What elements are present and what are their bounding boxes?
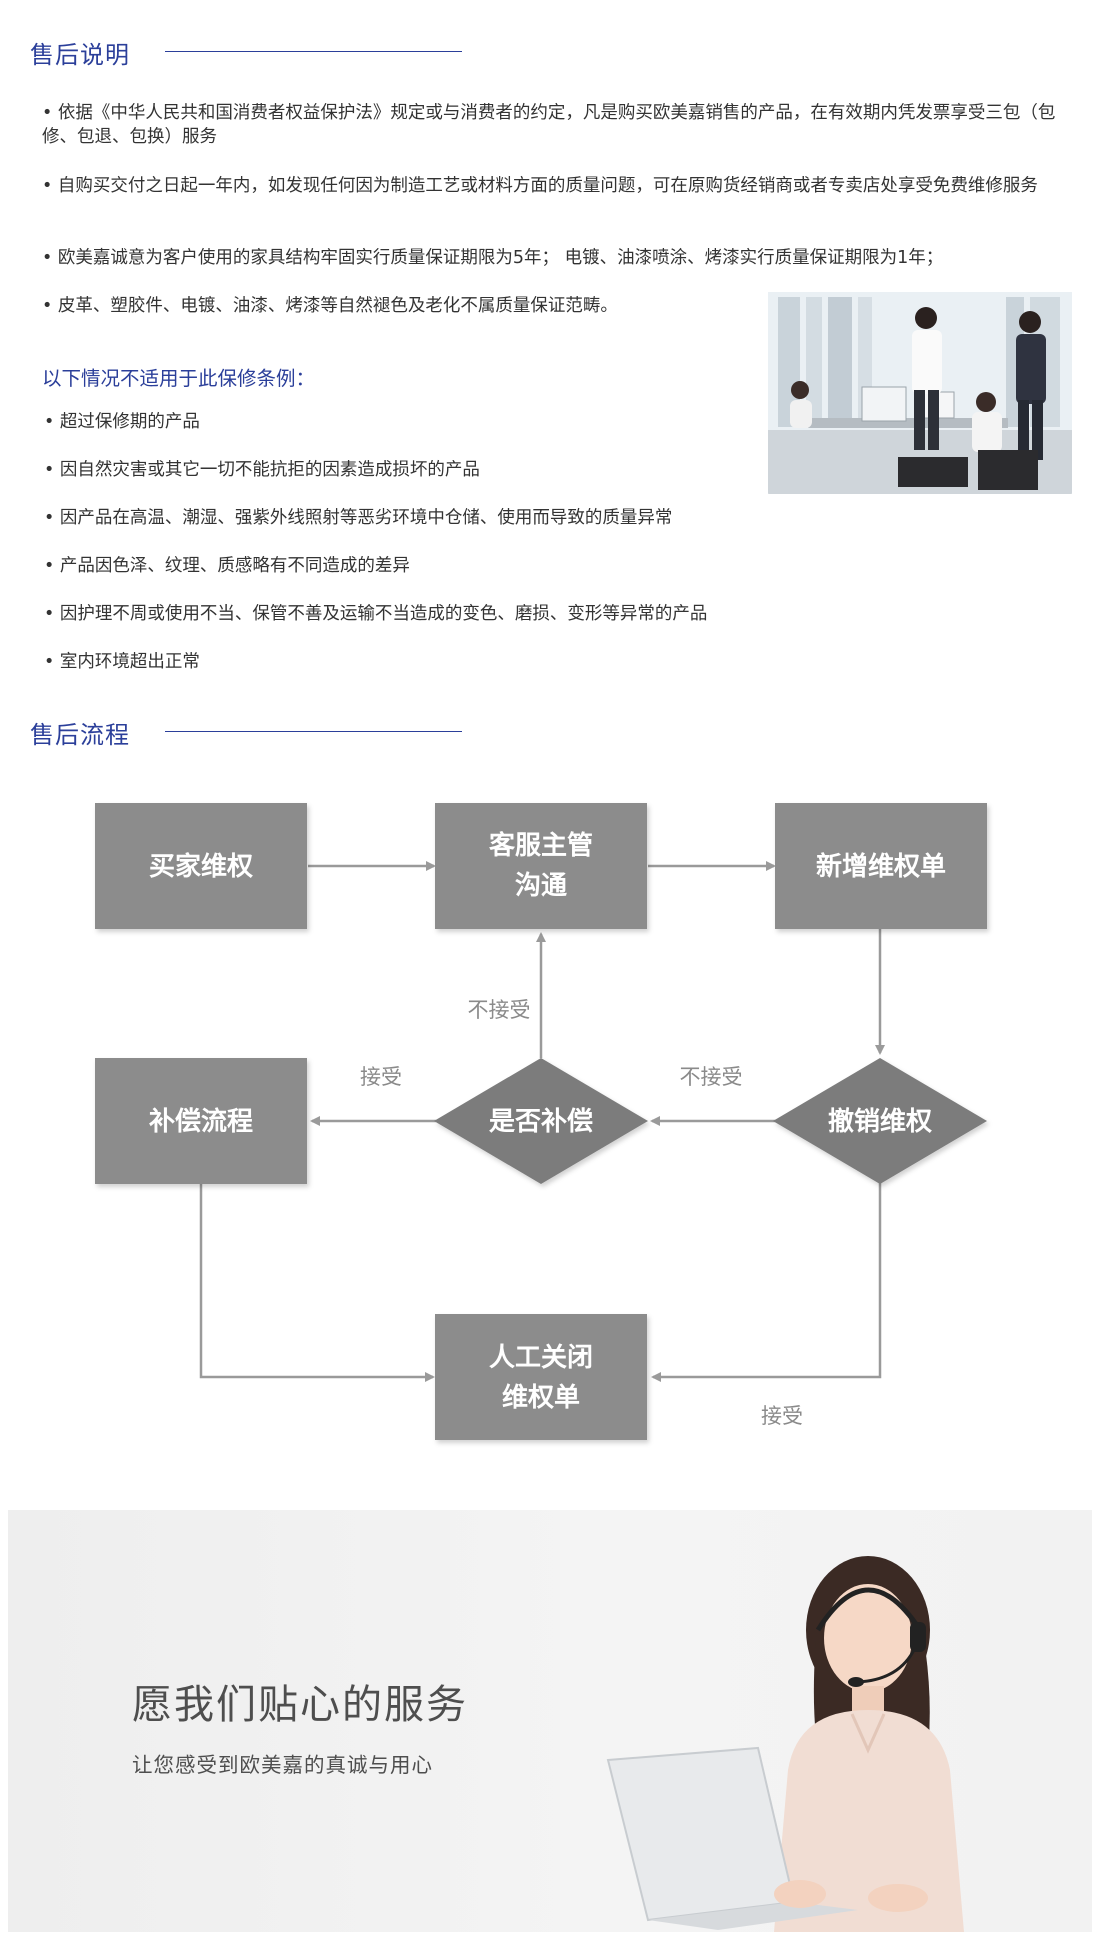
exclusion-item: • 因自然灾害或其它一切不能抗拒的因素造成损坏的产品 — [44, 460, 480, 480]
edge-label-reject-mid: 不接受 — [680, 1065, 743, 1089]
section-divider — [165, 731, 462, 732]
node-compensation-box — [95, 1058, 307, 1184]
exclusions-title: 以下情况不适用于此保修条例： — [42, 367, 316, 390]
node-buyer-box — [95, 803, 307, 929]
customer-service-agent-illustration — [606, 1556, 964, 1932]
edge-label-accept-left: 接受 — [360, 1065, 402, 1089]
banner-subtitle: 让您感受到欧美嘉的真诚与用心 — [132, 1753, 433, 1777]
exclusion-item: • 室内环境超出正常 — [44, 652, 200, 672]
node-decide-diamond — [434, 1058, 648, 1184]
office-team-photo — [768, 292, 1072, 494]
exclusion-item: • 因护理不周或使用不当、保管不善及运输不当造成的变色、磨损、变形等异常的产品 — [44, 604, 708, 624]
exclusion-item: • 产品因色泽、纹理、质感略有不同造成的差异 — [44, 556, 410, 576]
service-banner: 愿我们贴心的服务 让您感受到欧美嘉的真诚与用心 — [8, 1510, 1092, 1932]
node-new-ticket-box — [775, 803, 987, 929]
section-title-after-sales-notes: 售后说明 — [30, 41, 130, 69]
node-decide-label: 是否补偿 — [489, 1107, 593, 1137]
node-buyer-label: 买家维权 — [149, 851, 253, 882]
node-revoke-label: 撤销维权 — [828, 1106, 932, 1137]
exclusion-item: • 超过保修期的产品 — [44, 412, 200, 432]
node-cs-label-line2: 沟通 — [515, 871, 567, 901]
node-close-label-line1: 人工关闭 — [489, 1343, 593, 1373]
banner-title: 愿我们贴心的服务 — [132, 1682, 468, 1728]
node-revoke-diamond — [773, 1058, 987, 1184]
policy-paragraph-4: • 皮革、塑胶件、电镀、油漆、烤漆等自然褪色及老化不属质量保证范畴。 — [42, 296, 618, 316]
node-close-box — [435, 1314, 647, 1440]
node-cs-label-line1: 客服主管 — [489, 830, 593, 861]
arrow-compensation-to-close — [199, 1183, 435, 1382]
section-divider — [165, 51, 462, 52]
edge-label-reject-up: 不接受 — [468, 998, 531, 1022]
node-close-label-line2: 维权单 — [502, 1382, 580, 1413]
edge-label-accept-bottom: 接受 — [761, 1404, 803, 1428]
after-sales-flowchart: 买家维权 客服主管 沟通 新增维权单 补偿流程 是否补偿 撤销维权 人工关闭 维… — [95, 803, 987, 1440]
policy-paragraph-3: • 欧美嘉诚意为客户使用的家具结构牢固实行质量保证期限为5年； 电镀、油漆喷涂、… — [42, 248, 944, 268]
node-new-ticket-label: 新增维权单 — [816, 851, 946, 882]
node-compensation-label: 补偿流程 — [149, 1107, 253, 1137]
arrow-revoke-to-close — [651, 1183, 882, 1382]
policy-paragraph-1: • 依据《中华人民共和国消费者权益保护法》规定或与消费者的约定，凡是购买欧美嘉销… — [42, 103, 1056, 147]
policy-paragraph-2: • 自购买交付之日起一年内，如发现任何因为制造工艺或材料方面的质量问题，可在原购… — [42, 176, 1038, 196]
node-cs-box — [435, 803, 647, 929]
section-title-after-sales-process: 售后流程 — [30, 721, 130, 749]
exclusion-item: • 因产品在高温、潮湿、强紫外线照射等恶劣环境中仓储、使用而导致的质量异常 — [44, 508, 673, 528]
